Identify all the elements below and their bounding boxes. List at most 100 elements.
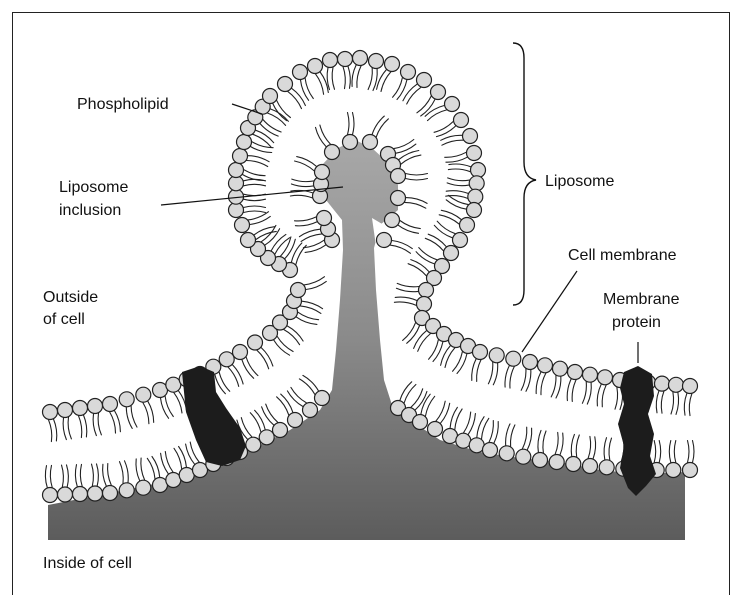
phospholipid-tail: [288, 91, 302, 108]
phospholipid-head: [88, 486, 103, 501]
phospholipid-head: [136, 480, 151, 495]
phospholipid-tail: [257, 350, 269, 369]
phospholipid-tail: [54, 419, 57, 441]
phospholipid-tail: [299, 379, 315, 395]
phospholipid-tail: [348, 66, 350, 88]
phospholipid-tail: [165, 452, 173, 473]
phospholipid-head: [259, 430, 274, 445]
phospholipid-tail: [406, 179, 428, 181]
phospholipid-tail: [567, 379, 571, 401]
label-membrane-protein-line1: Membrane: [603, 289, 679, 310]
phospholipid-head: [599, 460, 614, 475]
phospholipid-tail: [560, 433, 563, 455]
phospholipid-tail: [468, 414, 475, 435]
phospholipid-tail: [92, 464, 94, 486]
phospholipid-tail: [244, 184, 266, 186]
phospholipid-tail: [45, 466, 47, 488]
phospholipid-head: [385, 57, 400, 72]
phospholipid-tail: [505, 366, 509, 388]
phospholipid-tail: [302, 301, 323, 309]
phospholipid-head: [291, 283, 306, 298]
phospholipid-tail: [526, 370, 531, 391]
phospholipid-tail: [147, 458, 155, 479]
phospholipid-head: [471, 163, 486, 178]
phospholipid-tail: [348, 113, 350, 135]
phospholipid-tail: [103, 464, 107, 486]
phospholipid-head: [469, 176, 484, 191]
phospholipid-head: [583, 367, 598, 382]
phospholipid-tail: [392, 241, 412, 249]
phospholipid-head: [391, 169, 406, 184]
phospholipid-head: [523, 355, 538, 370]
phospholipid-head: [233, 149, 248, 164]
phospholipid-tail: [84, 415, 87, 437]
phospholipid-tail: [277, 100, 291, 117]
phospholipid-tail: [571, 434, 574, 456]
phospholipid-tail: [671, 392, 674, 414]
phospholipid-head: [303, 403, 318, 418]
label-outside-line1: Outside: [43, 287, 98, 308]
phospholipid-tail: [247, 161, 268, 167]
phospholipid-tail: [510, 367, 514, 389]
phospholipid-head: [293, 65, 308, 80]
phospholipid-head: [413, 415, 428, 430]
phospholipid-tail: [551, 375, 556, 397]
phospholipid-tail: [555, 432, 558, 454]
phospholipid-tail: [477, 417, 484, 438]
phospholipid-tail: [403, 323, 416, 341]
phospholipid-tail: [98, 413, 101, 435]
phospholipid-head: [499, 446, 514, 461]
phospholipid-tail: [693, 441, 695, 463]
phospholipid-head: [241, 233, 256, 248]
phospholipid-tail: [174, 448, 182, 469]
phospholipid-head: [431, 85, 446, 100]
phospholipid-head: [473, 345, 488, 360]
phospholipid-tail: [494, 422, 498, 444]
phospholipid-tail: [404, 385, 416, 404]
phospholipid-tail: [284, 330, 300, 345]
phospholipid-tail: [593, 437, 595, 459]
phospholipid-tail: [298, 312, 319, 320]
phospholipid-head: [323, 53, 338, 68]
phospholipid-tail: [408, 264, 426, 276]
phospholipid-tail: [357, 66, 361, 88]
label-liposome: Liposome: [545, 171, 614, 192]
phospholipid-tail: [488, 362, 492, 384]
phospholipid-tail: [161, 398, 169, 418]
phospholipid-head: [308, 59, 323, 74]
phospholipid-tail: [244, 206, 266, 208]
phospholipid-tail: [411, 389, 423, 408]
label-liposome-inclusion-line1: Liposome: [59, 177, 128, 198]
phospholipid-head: [166, 473, 181, 488]
phospholipid-head: [288, 413, 303, 428]
phospholipid-tail: [174, 393, 182, 413]
phospholipid-head: [248, 335, 263, 350]
phospholipid-tail: [522, 427, 526, 449]
phospholipid-head: [417, 297, 432, 312]
phospholipid-tail: [449, 164, 471, 167]
phospholipid-head: [583, 459, 598, 474]
phospholipid-tail: [246, 357, 258, 376]
phospholipid-tail: [556, 377, 561, 399]
phospholipid-tail: [267, 113, 285, 125]
phospholipid-head: [453, 233, 468, 248]
phospholipid-tail: [244, 199, 266, 201]
phospholipid-tail: [79, 416, 82, 438]
phospholipid-head: [417, 73, 432, 88]
phospholipid-tail: [97, 464, 99, 486]
phospholipid-tail: [110, 412, 116, 433]
phospholipid-head: [233, 345, 248, 360]
phospholipid-tail: [425, 238, 443, 251]
phospholipid-head: [246, 437, 261, 452]
phospholipid-tail: [301, 234, 322, 242]
phospholipid-head: [73, 401, 88, 416]
phospholipid-tail: [291, 184, 313, 187]
phospholipid-tail: [661, 391, 664, 413]
phospholipid-tail: [80, 464, 82, 486]
phospholipid-tail: [332, 67, 334, 89]
phospholipid-tail: [252, 142, 273, 148]
phospholipid-tail: [676, 393, 679, 415]
phospholipid-head: [377, 233, 392, 248]
phospholipid-tail: [587, 383, 591, 405]
phospholipid-tail: [376, 119, 388, 137]
